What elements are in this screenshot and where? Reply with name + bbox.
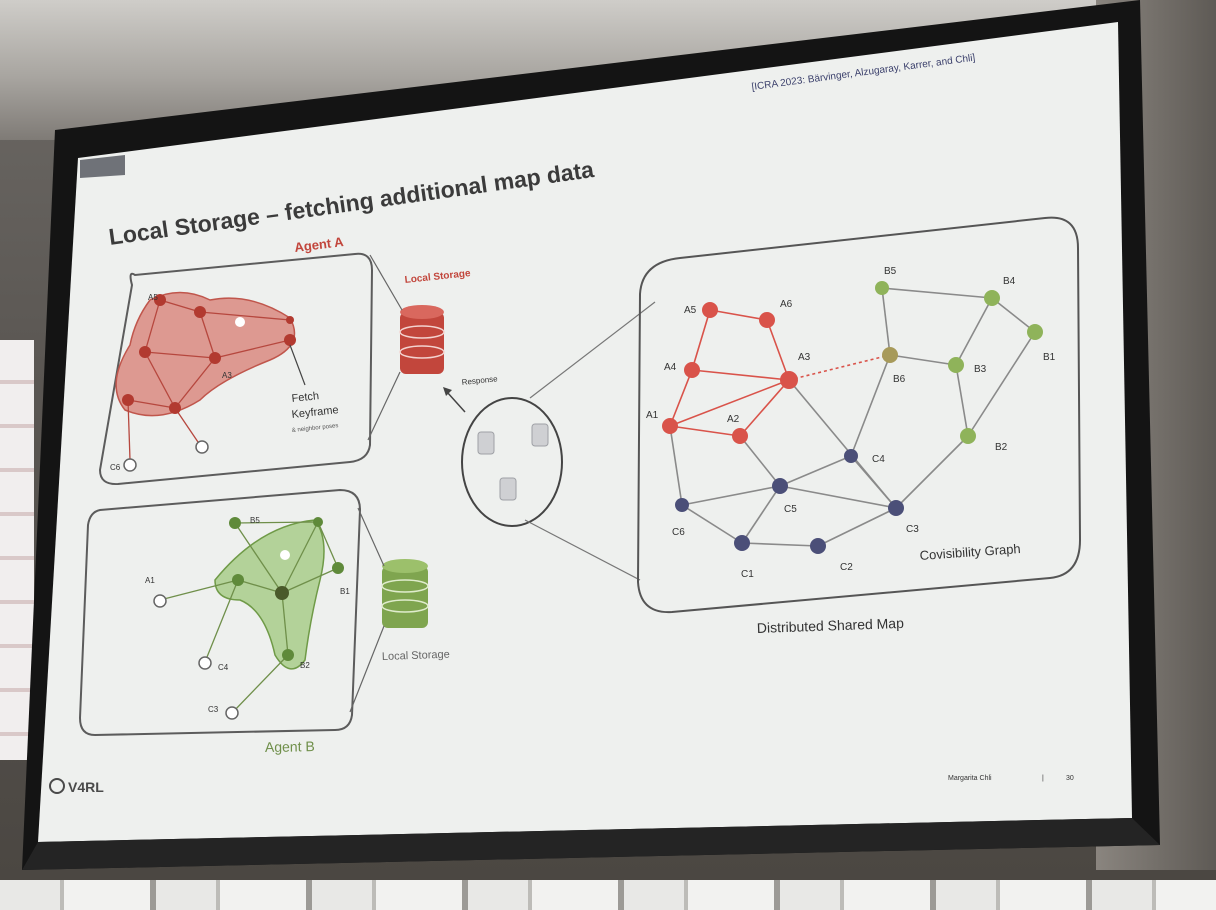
fetch-pointer xyxy=(289,344,306,386)
agent-b-storage-link-bottom xyxy=(349,625,385,713)
agent-b-label-b5: B5 xyxy=(250,516,260,525)
agent-b-node-c4 xyxy=(198,656,212,670)
label-c2: C2 xyxy=(840,562,853,573)
agent-a-edges xyxy=(127,299,291,461)
label-c6: C6 xyxy=(672,527,685,538)
slide-surface xyxy=(38,22,1132,842)
zoom-link-bottom xyxy=(524,519,641,581)
label-a1: A1 xyxy=(646,410,659,421)
screen-bottom-bezel xyxy=(22,818,1160,870)
shared-map-node-labels: A5 A6 A4 A3 A1 A2 B5 B4 B1 B6 B3 B2 C4 C… xyxy=(646,266,1056,580)
neighbors-label: & neighbor poses xyxy=(292,423,339,434)
label-a4: A4 xyxy=(664,362,677,373)
label-b5: B5 xyxy=(884,266,897,277)
presenter-name: Margarita Chli xyxy=(948,775,992,782)
label-c5: C5 xyxy=(784,504,797,515)
room-left-window xyxy=(0,340,34,760)
agent-a-nodes xyxy=(122,294,296,414)
agent-a-storage-link-bottom xyxy=(367,371,401,441)
footer-separator: | xyxy=(1042,775,1044,782)
agent-a-panel xyxy=(98,252,374,486)
section-tab xyxy=(80,155,125,178)
agent-b-label: Agent B xyxy=(265,738,315,755)
keyframe-label: Keyframe xyxy=(291,404,339,421)
label-c4: C4 xyxy=(872,454,885,465)
agent-b-node-c3 xyxy=(225,706,239,720)
agent-a-storage-link-top xyxy=(369,254,403,311)
label-b2: B2 xyxy=(995,442,1008,453)
label-a3: A3 xyxy=(798,352,811,363)
agent-a-node-label-c6: C6 xyxy=(110,463,121,472)
agent-b-nodes xyxy=(229,517,344,661)
response-label: Response xyxy=(461,374,498,387)
label-b3: B3 xyxy=(974,364,987,375)
agent-a-node-c5 xyxy=(195,440,209,454)
v4rl-logo-mark xyxy=(49,778,65,794)
room-bottom-window-strip xyxy=(0,880,1216,910)
v4rl-logo: V4RL xyxy=(68,779,104,795)
agent-b-storage-link-top xyxy=(357,507,385,567)
agent-a-local-map xyxy=(115,291,296,417)
request-response-circle xyxy=(461,397,563,527)
shared-map-c-nodes xyxy=(675,449,904,554)
label-c3: C3 xyxy=(906,524,919,535)
agent-a-node-c6 xyxy=(123,458,137,472)
mini-databases xyxy=(477,423,549,501)
agent-b-label-b1: B1 xyxy=(340,587,350,596)
agent-a-database-icon xyxy=(399,305,445,374)
label-a5: A5 xyxy=(684,305,697,316)
zoom-link-top xyxy=(529,301,656,399)
shared-map-edges xyxy=(669,287,1036,547)
label-b4: B4 xyxy=(1003,276,1016,287)
agent-a-label: Agent A xyxy=(294,234,345,255)
label-b1: B1 xyxy=(1043,352,1056,363)
agent-b-label-b2: B2 xyxy=(300,661,310,670)
agent-b-label-c3: C3 xyxy=(208,705,219,714)
agent-a-node-label-a3: A3 xyxy=(222,371,232,380)
agent-b-keyframe xyxy=(280,550,290,560)
label-c1: C1 xyxy=(741,569,754,580)
agent-b-panel xyxy=(78,488,362,737)
label-a2: A2 xyxy=(727,414,740,425)
response-arrow xyxy=(446,391,466,413)
label-a6: A6 xyxy=(780,299,793,310)
fetch-label: Fetch xyxy=(291,390,320,405)
shared-map-b6-node xyxy=(882,347,898,363)
agent-a-node-label-a5: A5 xyxy=(148,293,158,302)
shared-map-panel xyxy=(636,216,1082,614)
agent-b-node-dark xyxy=(275,586,289,600)
agent-b-database-icon xyxy=(381,559,429,628)
agent-b-edges xyxy=(159,521,339,714)
agent-b-label-a1: A1 xyxy=(145,576,155,585)
agent-b-storage-label: Local Storage xyxy=(382,649,450,663)
shared-map-caption: Distributed Shared Map xyxy=(757,615,905,636)
page-number: 30 xyxy=(1066,775,1074,782)
shared-map-b-nodes xyxy=(875,281,1043,444)
response-arrowhead xyxy=(443,387,452,396)
label-b6: B6 xyxy=(893,374,906,385)
agent-b-node-a1 xyxy=(153,594,167,608)
covisibility-graph-label: Covisibility Graph xyxy=(919,541,1021,563)
agent-a-query-keyframe xyxy=(235,317,245,327)
agent-b-label-c4: C4 xyxy=(218,663,229,672)
shared-map-a-nodes xyxy=(662,302,798,444)
